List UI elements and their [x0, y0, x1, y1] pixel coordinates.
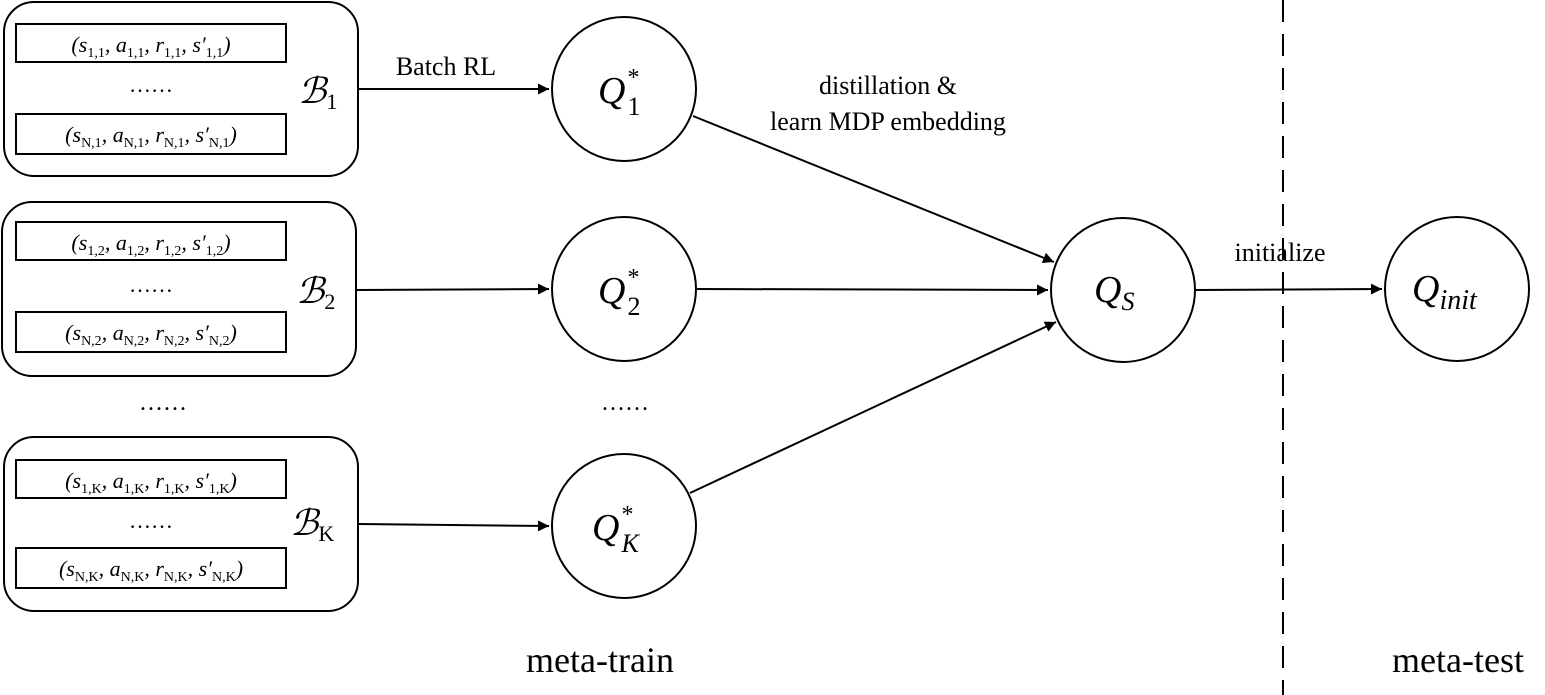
- batch-rl-label: Batch RL: [396, 52, 496, 81]
- distillation-label-line2: learn MDP embedding: [770, 107, 1006, 136]
- q-node-2-label: Q*2: [598, 265, 640, 321]
- q-node-1-circle: [551, 16, 697, 162]
- tuple-box: [15, 221, 287, 261]
- batch-gap-ellipsis: ……: [139, 390, 187, 416]
- arrow-q1-to-qs: [692, 115, 1055, 263]
- qs-node-label: QS: [1094, 269, 1134, 316]
- q-node-2-circle: [551, 216, 697, 362]
- tuple-box: [15, 113, 287, 155]
- distillation-label-line1: distillation &: [819, 71, 957, 100]
- arrow-batchk-to-qk: [357, 520, 550, 532]
- q-gap-ellipsis: ……: [601, 390, 649, 416]
- qinit-node-circle: [1384, 216, 1530, 362]
- tuple-box: [15, 459, 287, 499]
- batch-label-1: ℬ1: [298, 71, 337, 114]
- q-node-1-label: Q*1: [598, 65, 640, 121]
- arrow-q2-to-qs: [696, 284, 1049, 296]
- tuple-ellipsis: ……: [129, 272, 173, 297]
- tuple-ellipsis: ……: [129, 72, 173, 97]
- q-node-k: Q*K: [551, 453, 697, 599]
- tuple-ellipsis: ……: [129, 508, 173, 533]
- initialize-label: initialize: [1235, 238, 1326, 267]
- batch-label-k: ℬK: [290, 503, 334, 546]
- arrow-batch2-to-q2: [355, 283, 550, 295]
- qinit-node: Qinit: [1384, 216, 1530, 362]
- batch-group-2: (s1,2, a1,2, r1,2, s′1,2) …… (sN,2, aN,2…: [1, 201, 357, 377]
- batch-label-2: ℬ2: [296, 271, 335, 314]
- qs-node-circle: [1050, 217, 1196, 363]
- tuple-text: (s1,1, a1,1, r1,1, s′1,1): [71, 32, 230, 61]
- q-node-k-circle: [551, 453, 697, 599]
- q-node-k-label: Q*K: [592, 502, 640, 558]
- qinit-node-label: Qinit: [1412, 268, 1478, 316]
- meta-test-label: meta-test: [1392, 640, 1524, 680]
- tuple-box: [15, 311, 287, 353]
- arrow-qs-to-qinit: [1195, 283, 1383, 295]
- batch-group-1: (s1,1, a1,1, r1,1, s′1,1) …… (sN,1, aN,1…: [3, 1, 359, 177]
- qs-node: QS: [1050, 217, 1196, 363]
- q-node-2: Q*2: [551, 216, 697, 362]
- tuple-text: (sN,2, aN,2, rN,2, s′N,2): [65, 320, 237, 349]
- arrow-qk-to-qs: [689, 321, 1057, 494]
- meta-train-label: meta-train: [526, 640, 674, 680]
- tuple-text: (s1,2, a1,2, r1,2, s′1,2): [71, 230, 230, 259]
- tuple-box: [15, 547, 287, 589]
- tuple-text: (sN,1, aN,1, rN,1, s′N,1): [65, 122, 237, 151]
- q-node-1: Q*1: [551, 16, 697, 162]
- tuple-box: [15, 23, 287, 63]
- batch-group-k: (s1,K, a1,K, r1,K, s′1,K) …… (sN,K, aN,K…: [3, 436, 359, 612]
